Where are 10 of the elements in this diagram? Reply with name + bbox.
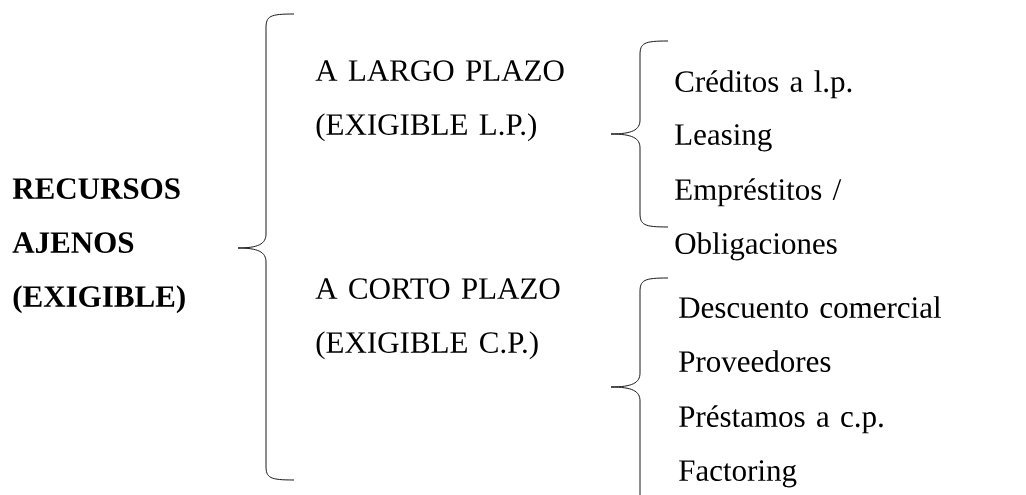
- item-text: Empréstitos / Obligaciones: [675, 178, 842, 261]
- item-text: Créditos a l.p.: [675, 70, 852, 99]
- item-text: Leasing: [675, 124, 772, 152]
- heading-text: RECURSOS AJENOS (EXIGIBLE): [12, 178, 185, 314]
- item-text: Préstamos a c.p.: [679, 405, 883, 434]
- category-text: A LARGO PLAZO (EXIGIBLE L.P.): [315, 60, 564, 142]
- category-text: A CORTO PLAZO (EXIGIBLE C.P.): [315, 278, 560, 360]
- item-text: Descuento comercial: [679, 296, 941, 318]
- item-text: Proveedores: [679, 350, 831, 372]
- item-text: Factoring: [679, 460, 797, 488]
